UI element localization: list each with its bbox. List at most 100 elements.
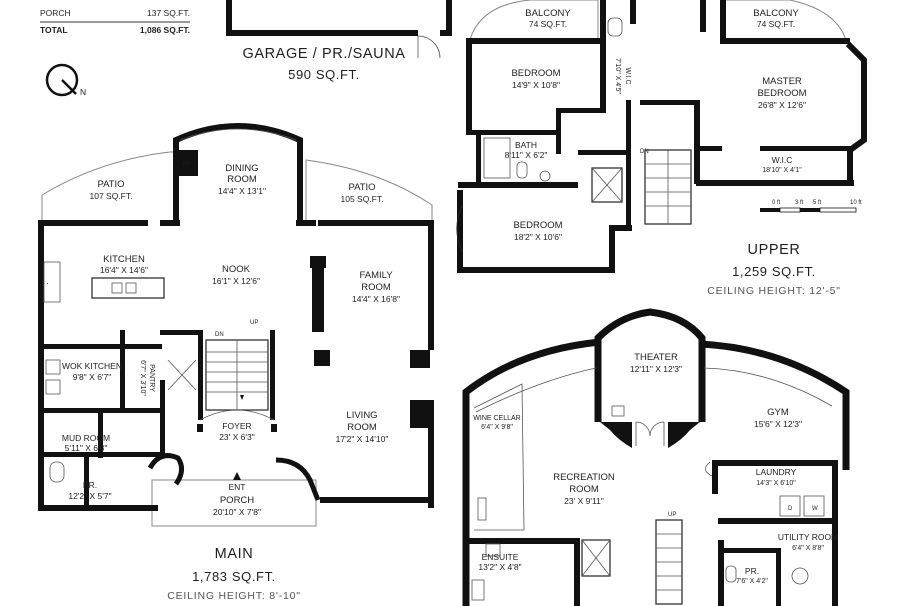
pr-main-name: PR.: [83, 480, 97, 490]
family-dim: 14'4" X 16'8": [352, 294, 400, 304]
table-row-total-value: 1,086 SQ.FT.: [140, 25, 190, 35]
bedroom1-dim: 14'9" X 10'8": [512, 80, 560, 90]
scale-tick-0: 0 ft: [772, 200, 781, 206]
bath-sink-icon: [539, 170, 551, 182]
wic-master-dim: 18'10" X 4'1": [762, 167, 802, 174]
nook-name: NOOK: [222, 264, 251, 275]
ensuite-dim: 13'2" X 4'8": [478, 562, 521, 572]
gym-name: GYM: [767, 407, 789, 418]
utility-dim: 6'4" X 8'8": [792, 545, 824, 552]
fireplace-mark-dining: FP: [183, 162, 191, 168]
wok-dim: 9'8" X 6'7": [73, 372, 112, 382]
upper-toilet-icon: [516, 161, 528, 179]
area-table: PORCH 137 SQ.FT. TOTAL 1,086 SQ.FT.: [40, 8, 190, 35]
wine-name: WINE CELLAR: [473, 415, 520, 422]
entry-arrow-icon: [233, 472, 241, 480]
lower-toilet-icon: [725, 565, 737, 583]
stairs-dn-mark: DN: [215, 332, 224, 338]
porch-name: PORCH: [220, 495, 254, 506]
bath-dim: 8'11" X 6'2": [505, 150, 548, 160]
compass-letter: N: [80, 87, 86, 97]
recreation-name: RECREATION: [553, 472, 615, 483]
theater-dim: 12'11" X 12'3": [630, 364, 682, 374]
living-dim: 17'2" X 14'10": [336, 434, 389, 444]
lower-stairs-up-mark: UP: [668, 512, 676, 518]
pr-main-dim: 12'2" X 5'7": [68, 491, 111, 501]
main-area: 1,783 SQ.FT.: [192, 569, 276, 584]
scale-tick-10: 10 ft: [850, 200, 862, 206]
scale-tick-5: 5 ft: [813, 200, 822, 206]
bath-name: BATH: [515, 140, 537, 150]
family-name2: ROOM: [361, 282, 391, 293]
counter-rf-mark: ·: [46, 278, 49, 288]
main-floor-plan: FP · DN: [38, 123, 434, 602]
stairs-up-mark: UP: [250, 320, 258, 326]
nook-dim: 16'1" X 12'6": [212, 276, 260, 286]
mud-name: MUD ROOM: [62, 433, 110, 443]
balcony-left-outline: [469, 0, 599, 41]
table-row-porch-value: 137 SQ.FT.: [147, 8, 190, 18]
garage-title: GARAGE / PR./SAUNA: [242, 46, 405, 62]
ensuite-name: ENSUITE: [482, 552, 519, 562]
kitchen-dim: 16'4" X 14'6": [100, 265, 148, 275]
main-ceiling: CEILING HEIGHT: 8'-10": [167, 590, 301, 602]
master-dim: 26'8" X 12'6": [758, 100, 806, 110]
patio-right-name: PATIO: [348, 182, 375, 193]
balcony-left-name: BALCONY: [525, 8, 571, 19]
scale-tick-3: 3 ft: [795, 200, 804, 206]
wic-small-dim: 7'10" X 4'5": [614, 58, 621, 94]
dining-dim: 14'4" X 13'1": [218, 186, 266, 196]
patio-left-name: PATIO: [97, 179, 124, 190]
north-compass-icon: N: [45, 63, 86, 97]
utility-tank-icon: [791, 567, 809, 585]
dining-name2: ROOM: [227, 174, 257, 185]
mud-dim: 5'11" X 6'3": [65, 443, 108, 453]
recreation-name2: ROOM: [569, 484, 599, 495]
pantry-dim: 6'7" X 3'10": [139, 360, 146, 396]
upper-floor-plan: DN BALCONY 74 SQ.FT. BALCONY 74 SQ.FT. B…: [456, 0, 867, 297]
scale-bar: 0 ft 3 ft 5 ft 10 ft: [760, 200, 862, 213]
wine-dim: 6'4" X 9'8": [481, 424, 513, 431]
living-name2: ROOM: [347, 422, 377, 433]
lower-floor-plan: UP THEATER 12'11" X 12'3" GYM 15'6" X 12…: [462, 308, 850, 606]
laundry-dim: 14'3" X 6'10": [756, 480, 796, 487]
garage-area: 590 SQ.FT.: [288, 67, 360, 82]
pr-lower-name: PR.: [745, 566, 759, 576]
living-name: LIVING: [346, 410, 377, 421]
master-name: MASTER: [762, 76, 802, 87]
gym-dim: 15'6" X 12'3": [754, 419, 802, 429]
utility-name: UTILITY ROOM: [778, 532, 838, 542]
bedroom1-name: BEDROOM: [511, 68, 560, 79]
foyer-name: FOYER: [222, 421, 251, 431]
porch-dim: 20'10" X 7'8": [213, 507, 261, 517]
wok-name: WOK KITCHEN: [62, 361, 122, 371]
balcony-right-dim: 74 SQ.FT.: [757, 19, 795, 29]
theater-name: THEATER: [634, 352, 678, 363]
wic-small-name: W.I.C: [624, 67, 631, 84]
family-name: FAMILY: [359, 270, 393, 281]
wic-master-name: W.I.C: [772, 155, 793, 165]
recreation-dim: 23' X 9'11": [564, 496, 604, 506]
upper-title: UPPER: [748, 242, 801, 258]
main-stairs: DN UP: [205, 320, 269, 411]
patio-right-dim: 105 SQ.FT.: [341, 194, 384, 204]
bedroom2-dim: 18'2" X 10'6": [514, 232, 562, 242]
wok-sink-icon: [45, 359, 61, 375]
pantry-name: PANTRY: [148, 364, 155, 392]
master-name2: BEDROOM: [757, 88, 806, 99]
balcony-right-outline: [722, 0, 847, 41]
laundry-name: LAUNDRY: [756, 467, 797, 477]
patio-left-outline: [41, 151, 179, 222]
table-row-total-label: TOTAL: [40, 25, 68, 35]
foyer-dim: 23' X 6'3": [219, 432, 255, 442]
upper-ceiling: CEILING HEIGHT: 12'-5": [707, 285, 841, 297]
upper-stairs-dn-mark: DN: [640, 149, 649, 155]
balcony-right-name: BALCONY: [753, 8, 799, 19]
patio-left-dim: 107 SQ.FT.: [90, 191, 133, 201]
garage-plan: GARAGE / PR./SAUNA 590 SQ.FT.: [226, 0, 452, 82]
patio-right-outline: [305, 159, 433, 222]
main-title: MAIN: [215, 546, 254, 562]
washer-mark: W: [812, 506, 818, 512]
table-row-porch-label: PORCH: [40, 8, 71, 18]
